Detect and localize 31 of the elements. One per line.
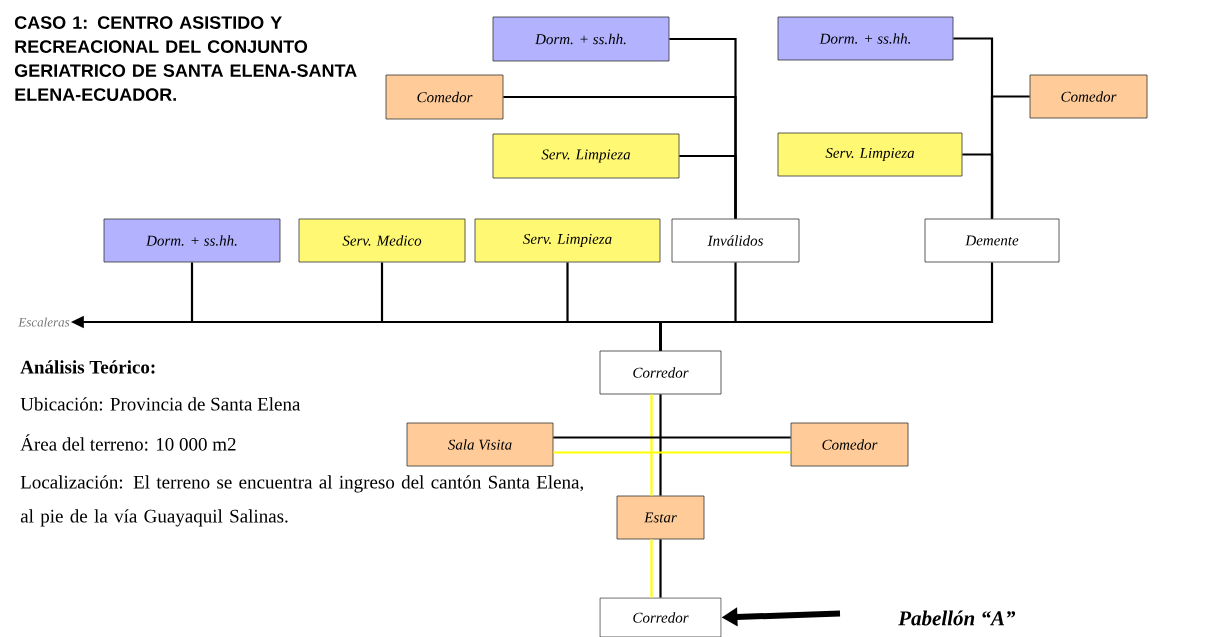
room-box: Serv. Limpieza: [474, 218, 661, 263]
room-box: Corredor: [599, 350, 722, 395]
connector-line: [553, 451, 791, 454]
text-line: Ubicación: Provincia de Santa Elena: [20, 397, 301, 411]
room-label: Escaleras: [18, 317, 70, 327]
heading: CASO 1: CENTRO ASISTIDO Y RECREACIONAL DEL CONJUNTO GERIATRICO DE SANTA ELENA-SANTA ELENA-ECUADOR.: [14, 16, 357, 101]
room-box: Comedor: [1029, 74, 1148, 119]
caption-text: Pabellón “A”: [898, 610, 1016, 626]
room-box: Serv. Limpieza: [777, 132, 963, 177]
room-box: Demente: [924, 218, 1060, 263]
room-box: Sala Visita: [406, 422, 554, 467]
room-box: Inválidos: [671, 218, 800, 263]
connector-line: [650, 394, 653, 496]
room-box: Serv. Limpieza: [492, 133, 680, 179]
subheading: Análisis Teórico:: [20, 360, 155, 374]
connector-line: [962, 153, 994, 219]
connector-line: [659, 394, 662, 496]
connector-line: [659, 539, 662, 598]
room-box: Dorm. + ss.hh.: [492, 16, 670, 62]
connector-line: [650, 539, 653, 598]
text-line: Área del terreno: 10 000 m2: [20, 434, 236, 451]
room-box: Dorm. + ss.hh.: [777, 16, 954, 61]
room-box: Comedor: [790, 422, 909, 467]
room-box: Corredor: [599, 597, 722, 637]
room-box: Comedor: [385, 74, 504, 120]
room-box: Estar: [616, 495, 705, 540]
room-box: Serv. Medico: [298, 218, 466, 263]
paragraph: Localización: El terreno se encuentra al ingreso del cantón Santa Elena, al pie de la vía Guayaquil Salinas.: [20, 475, 584, 527]
connector-line: [679, 154, 737, 219]
room-box: Dorm. + ss.hh.: [103, 218, 281, 263]
connector-line: [553, 436, 791, 439]
